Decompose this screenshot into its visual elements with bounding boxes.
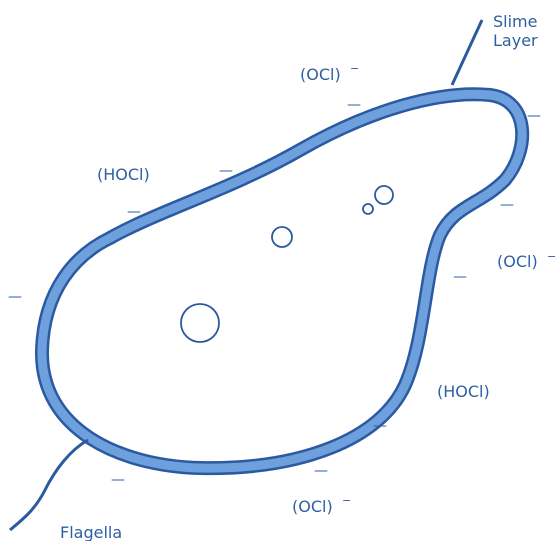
ocl-label-right: (OCl) −	[497, 250, 556, 271]
slime-layer-pointer	[450, 19, 484, 86]
cell-membrane-outer	[34, 87, 530, 476]
vacuole-medium	[271, 226, 293, 248]
hocl-label-left: (HOCl)	[97, 165, 150, 184]
negative-charge: —	[8, 289, 22, 305]
slime-layer-label-line1: Slime	[493, 12, 537, 31]
vacuole-large	[180, 303, 220, 343]
negative-charge: —	[347, 97, 361, 113]
svg-text:−: −	[342, 494, 351, 507]
svg-text:−: −	[547, 250, 556, 263]
svg-text:(OCl): (OCl)	[497, 252, 538, 271]
negative-charge: —	[527, 108, 541, 124]
svg-text:−: −	[350, 62, 359, 75]
ocl-label-bottom: (OCl) −	[292, 494, 351, 516]
flagella	[9, 438, 89, 532]
negative-charge: —	[219, 163, 233, 179]
cell-membrane-band	[37, 89, 527, 473]
negative-charge: —	[373, 418, 387, 434]
vacuole-small-b	[362, 203, 374, 215]
negative-charge: —	[453, 269, 467, 285]
negative-charge: —	[500, 197, 514, 213]
slime-layer-label-line2: Layer	[493, 31, 538, 50]
flagella-label: Flagella	[60, 523, 122, 541]
hocl-label-right: (HOCl)	[437, 382, 490, 401]
negative-charge: —	[111, 472, 125, 488]
negative-charge: —	[127, 204, 141, 220]
negative-charge: —	[314, 463, 328, 479]
vacuole-small-a	[374, 185, 394, 205]
ocl-label-top: (OCl) −	[300, 62, 359, 84]
svg-text:(OCl): (OCl)	[300, 65, 341, 84]
svg-text:(OCl): (OCl)	[292, 497, 333, 516]
